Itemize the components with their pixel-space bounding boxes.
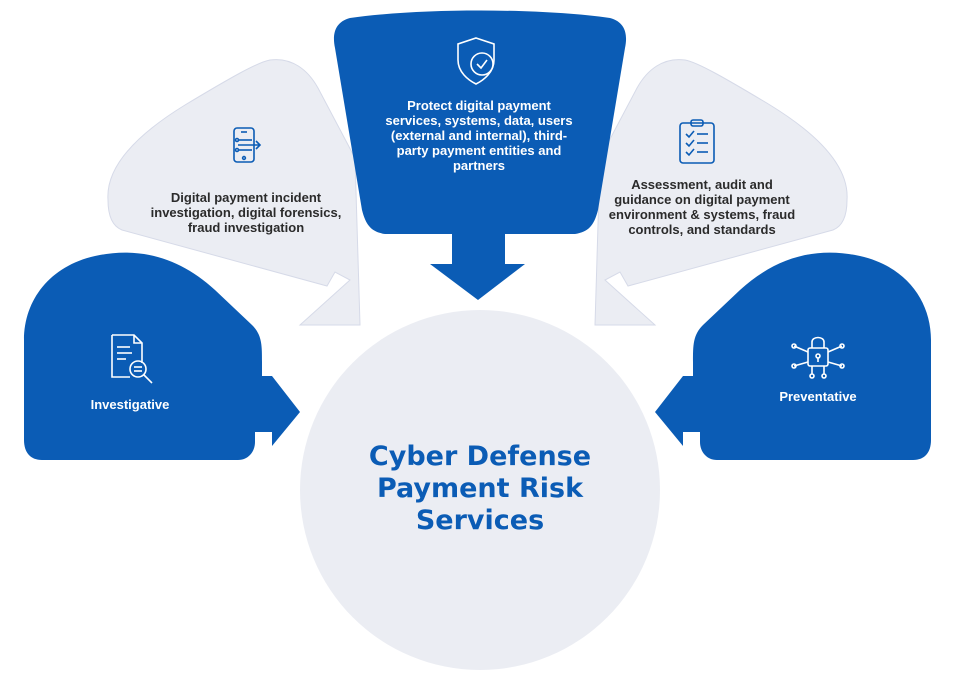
panel-left (24, 252, 300, 460)
shield-check-icon (457, 37, 495, 85)
phone-circuit-icon (233, 127, 262, 163)
panel-right-text: Preventative (779, 389, 857, 404)
panel-top (333, 10, 627, 300)
document-search-icon (111, 334, 153, 384)
hub-title: Cyber Defense Payment Risk Services (330, 441, 630, 537)
panel-right (655, 252, 931, 460)
checklist-clipboard-icon (679, 119, 715, 164)
panel-upper-left-text: Digital payment incident investigation, … (150, 190, 342, 235)
panel-left-shape (24, 252, 300, 460)
circuit-lock-icon (791, 336, 845, 379)
hub-title-line-1: Cyber Defense (368, 441, 592, 472)
panel-upper-right-text: Assessment, audit and guidance on digita… (608, 177, 796, 237)
panel-upper-right-shape (594, 59, 848, 326)
panel-right-shape (655, 252, 931, 460)
hub-circle (300, 310, 660, 670)
panel-upper-right (594, 59, 848, 326)
panel-top-shape (333, 10, 627, 300)
panel-upper-left (107, 59, 361, 326)
hub-title-line-3: Services (415, 505, 545, 536)
panel-top-text: Protect digital payment services, system… (385, 98, 573, 173)
hub-title-line-2: Payment Risk (376, 473, 584, 504)
panel-upper-left-shape (107, 59, 361, 326)
panel-left-text: Investigative (90, 397, 170, 412)
